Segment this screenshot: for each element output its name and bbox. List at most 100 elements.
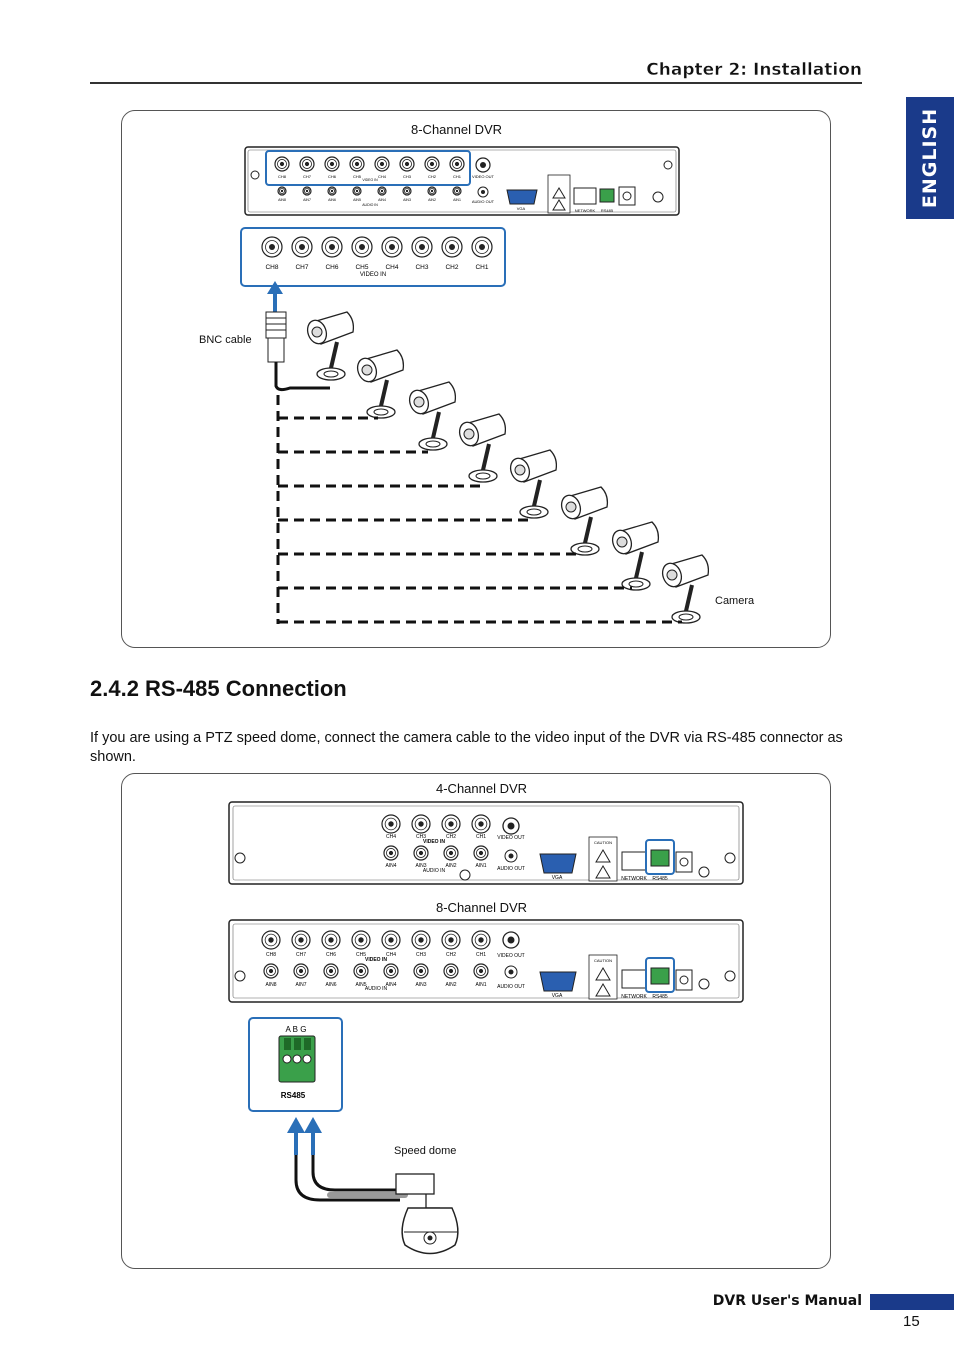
dvr4-bnc-port	[411, 814, 431, 834]
small-audio-port	[352, 186, 362, 196]
small-bnc-port	[349, 156, 365, 172]
small-bnc-port	[449, 156, 465, 172]
small-channel-label: CH2	[428, 174, 437, 179]
dvr4-rs485-terminal	[650, 849, 670, 867]
dvr4-channel-label: CH4	[386, 834, 396, 840]
video-out-label-small: VIDEO OUT	[472, 174, 495, 179]
dvr8-channel-label: CH4	[386, 952, 396, 958]
small-bnc-port	[274, 156, 290, 172]
dvr8-audio-label: AIN4	[385, 982, 396, 988]
rs485-label-small: RS485	[601, 208, 614, 213]
dvr8-video-out-label: VIDEO OUT	[497, 953, 525, 959]
dvr8-audio-label: AIN2	[445, 982, 456, 988]
small-channel-label: CH6	[328, 174, 337, 179]
large-channel-label: CH4	[385, 264, 398, 271]
dvr8-audio-port	[443, 963, 459, 979]
small-bnc-port	[299, 156, 315, 172]
large-channel-label: CH6	[325, 264, 338, 271]
camera-5	[509, 449, 558, 519]
dvr-4ch-rear-panel	[228, 801, 744, 885]
dvr4-audio-port	[383, 845, 399, 861]
large-bnc-port	[411, 236, 433, 258]
dvr8-bnc-port	[321, 930, 341, 950]
small-audio-label: AIN6	[328, 198, 336, 202]
small-audio-label: AIN8	[278, 198, 286, 202]
dvr8-channel-label: CH2	[446, 952, 456, 958]
dvr4-audio-label: AIN2	[445, 863, 456, 869]
dvr8-audio-label: AIN3	[415, 982, 426, 988]
large-bnc-port	[291, 236, 313, 258]
small-bnc-port	[424, 156, 440, 172]
chapter-title: Chapter 2: Installation	[646, 60, 862, 81]
dvr8-rs485-terminal	[650, 967, 670, 985]
camera-4	[458, 413, 507, 483]
header-rule	[90, 82, 862, 84]
dvr4-bnc-port	[441, 814, 461, 834]
dvr8-audio-port	[353, 963, 369, 979]
dvr8-bnc-port	[261, 930, 281, 950]
dvr8-audio-port	[263, 963, 279, 979]
language-tab: ENGLISH	[906, 97, 954, 219]
large-channel-label: CH1	[475, 264, 488, 271]
footer-accent-bar	[870, 1294, 954, 1310]
dvr4-channel-label: CH1	[476, 834, 486, 840]
dvr8-audio-label: AIN7	[295, 982, 306, 988]
connector-pins-label: A B G	[286, 1025, 307, 1034]
dvr4-caution-label: CAUTION	[594, 840, 612, 845]
small-audio-port	[302, 186, 312, 196]
network-port	[573, 187, 597, 205]
dvr8-audio-out-label: AUDIO OUT	[497, 984, 525, 990]
dvr4-vga-label: VGA	[552, 875, 563, 881]
large-bnc-port	[261, 236, 283, 258]
dvr8-bnc-port	[351, 930, 371, 950]
small-audio-in-label: AUDIO IN	[362, 203, 378, 207]
dvr8-audio-port	[383, 963, 399, 979]
dvr8-rs485-label: RS485	[652, 994, 668, 1000]
dvr-8ch-title-2: 8-Channel DVR	[436, 900, 528, 915]
dvr4-channel-label: CH3	[416, 834, 426, 840]
small-bnc-port	[324, 156, 340, 172]
dvr4-audio-port	[413, 845, 429, 861]
dvr4-audio-label: AIN4	[385, 863, 396, 869]
dvr8-bnc-port	[471, 930, 491, 950]
dvr8-audio-port	[413, 963, 429, 979]
dvr8-audio-port	[473, 963, 489, 979]
page-number: 15	[903, 1313, 920, 1330]
connector-label: RS485	[281, 1091, 306, 1100]
dvr4-audio-port	[443, 845, 459, 861]
dvr8-rs485-highlight	[645, 957, 675, 993]
dvr8-audio-port	[293, 963, 309, 979]
large-bnc-port	[441, 236, 463, 258]
dvr8-channel-label: CH6	[326, 952, 336, 958]
audio-out-label-small: AUDIO OUT	[472, 199, 495, 204]
speed-dome-mount	[395, 1173, 435, 1195]
camera-3	[408, 381, 457, 451]
bnc-cable-label: BNC cable	[199, 334, 252, 346]
dvr8-vga-label: VGA	[552, 993, 563, 999]
camera-1	[306, 311, 355, 381]
dvr-4ch-title: 4-Channel DVR	[436, 781, 528, 796]
small-audio-label: AIN5	[353, 198, 361, 202]
camera-2	[356, 349, 405, 419]
camera-8	[661, 554, 710, 624]
camera-label: Camera	[715, 595, 755, 607]
dvr8-caution-label: CAUTION	[594, 958, 612, 963]
vga-label-small: VGA	[517, 206, 526, 211]
dvr4-audio-out-label: AUDIO OUT	[497, 866, 525, 872]
speed-dome-label: Speed dome	[394, 1145, 457, 1157]
camera-6	[560, 486, 609, 556]
dvr8-channel-label: CH5	[356, 952, 366, 958]
dvr-8ch-title: 8-Channel DVR	[411, 122, 503, 137]
dvr8-bnc-port	[381, 930, 401, 950]
footer-manual-title: DVR User's Manual	[712, 1293, 862, 1309]
small-audio-label: AIN1	[453, 198, 461, 202]
large-channel-label: CH2	[445, 264, 458, 271]
dvr8-channel-label: CH7	[296, 952, 306, 958]
dvr4-rs485-label: RS485	[652, 876, 668, 882]
small-audio-port	[402, 186, 412, 196]
small-audio-label: AIN7	[303, 198, 311, 202]
dvr4-audio-in-label: AUDIO IN	[423, 868, 446, 874]
dvr8-audio-in-label: AUDIO IN	[365, 986, 388, 992]
dvr4-audio-label: AIN3	[415, 863, 426, 869]
dvr4-audio-port	[473, 845, 489, 861]
